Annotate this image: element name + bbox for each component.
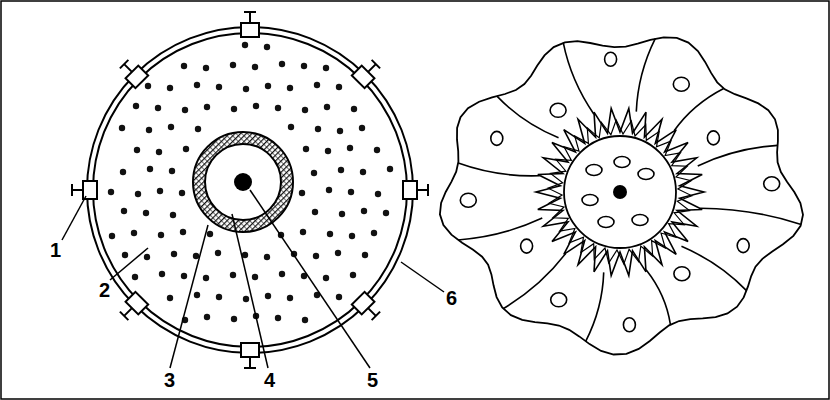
callout-number: 4 — [264, 370, 275, 390]
vessel-figure — [72, 12, 428, 368]
callout-number: 2 — [99, 280, 110, 300]
callout-number: 6 — [446, 288, 457, 308]
leader-lines — [62, 190, 444, 368]
callout-number: 5 — [367, 370, 378, 390]
cell-figure — [440, 37, 803, 354]
callout-number: 3 — [164, 370, 175, 390]
callout-number: 1 — [50, 240, 61, 260]
